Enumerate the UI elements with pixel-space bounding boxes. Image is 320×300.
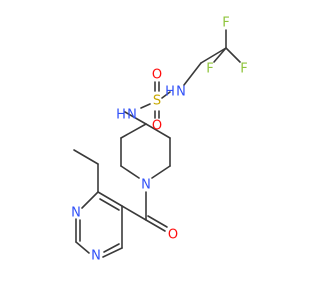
atom-label-o-carbonyl: O [168, 228, 178, 243]
pyr-bond-c2-n1 [75, 241, 90, 254]
atom-label-h-lower: H [116, 108, 126, 123]
bond-ch2-nh [183, 62, 202, 86]
atom-label-o-top: O [152, 68, 162, 83]
pyr-bond-c5-c4-inner [99, 198, 120, 211]
atom-label-f-left: F [206, 62, 213, 77]
atom-label-n-lower: N [127, 108, 137, 123]
bond-carbonyl-o-a [145, 219, 166, 232]
atom-label-o-bottom: O [152, 119, 162, 134]
atom-label-f-top: F [222, 16, 229, 31]
ring-bond-c4-c3 [145, 123, 171, 139]
pyr-bond-n1-c6-inner [103, 243, 120, 253]
bond-c-f-right [225, 47, 241, 63]
atom-label-n-pyrimidine-1: N [91, 249, 101, 264]
atom-label-layer: F F F H N S O O H N N O N N [71, 16, 248, 264]
bond-carbonyl-o-b [147, 215, 168, 228]
bond-carbonyl-c5 [121, 205, 147, 221]
bond-nh-s [161, 91, 171, 99]
bond-cf3-ch2 [200, 47, 227, 64]
bond-nh-c4 [124, 111, 147, 125]
atom-label-n-pyrimidine-3: N [71, 206, 81, 221]
bond-s-nh-lower [140, 103, 151, 109]
atom-label-f-right: F [240, 62, 247, 77]
ring-bond-c2-n1 [151, 165, 171, 179]
bond-layer [73, 29, 241, 258]
molecule-structure-diagram: F F F H N S O O H N N O N N [71, 16, 248, 264]
atom-label-h-upper: H [165, 85, 175, 100]
bond-c-f-left [213, 47, 227, 63]
atom-label-s: S [153, 94, 161, 109]
bond-ethyl-ch2-ch3 [73, 149, 99, 165]
pyr-bond-n1-c6 [102, 247, 123, 258]
ring-bond-n1-c6 [120, 165, 140, 179]
pyr-bond-c4-n3 [81, 191, 99, 209]
atom-label-n-piperidine: N [141, 178, 151, 193]
pyr-bond-c5-c4 [97, 191, 123, 207]
ring-bond-c5-c4 [120, 123, 147, 139]
atom-label-n-upper: N [176, 85, 186, 100]
